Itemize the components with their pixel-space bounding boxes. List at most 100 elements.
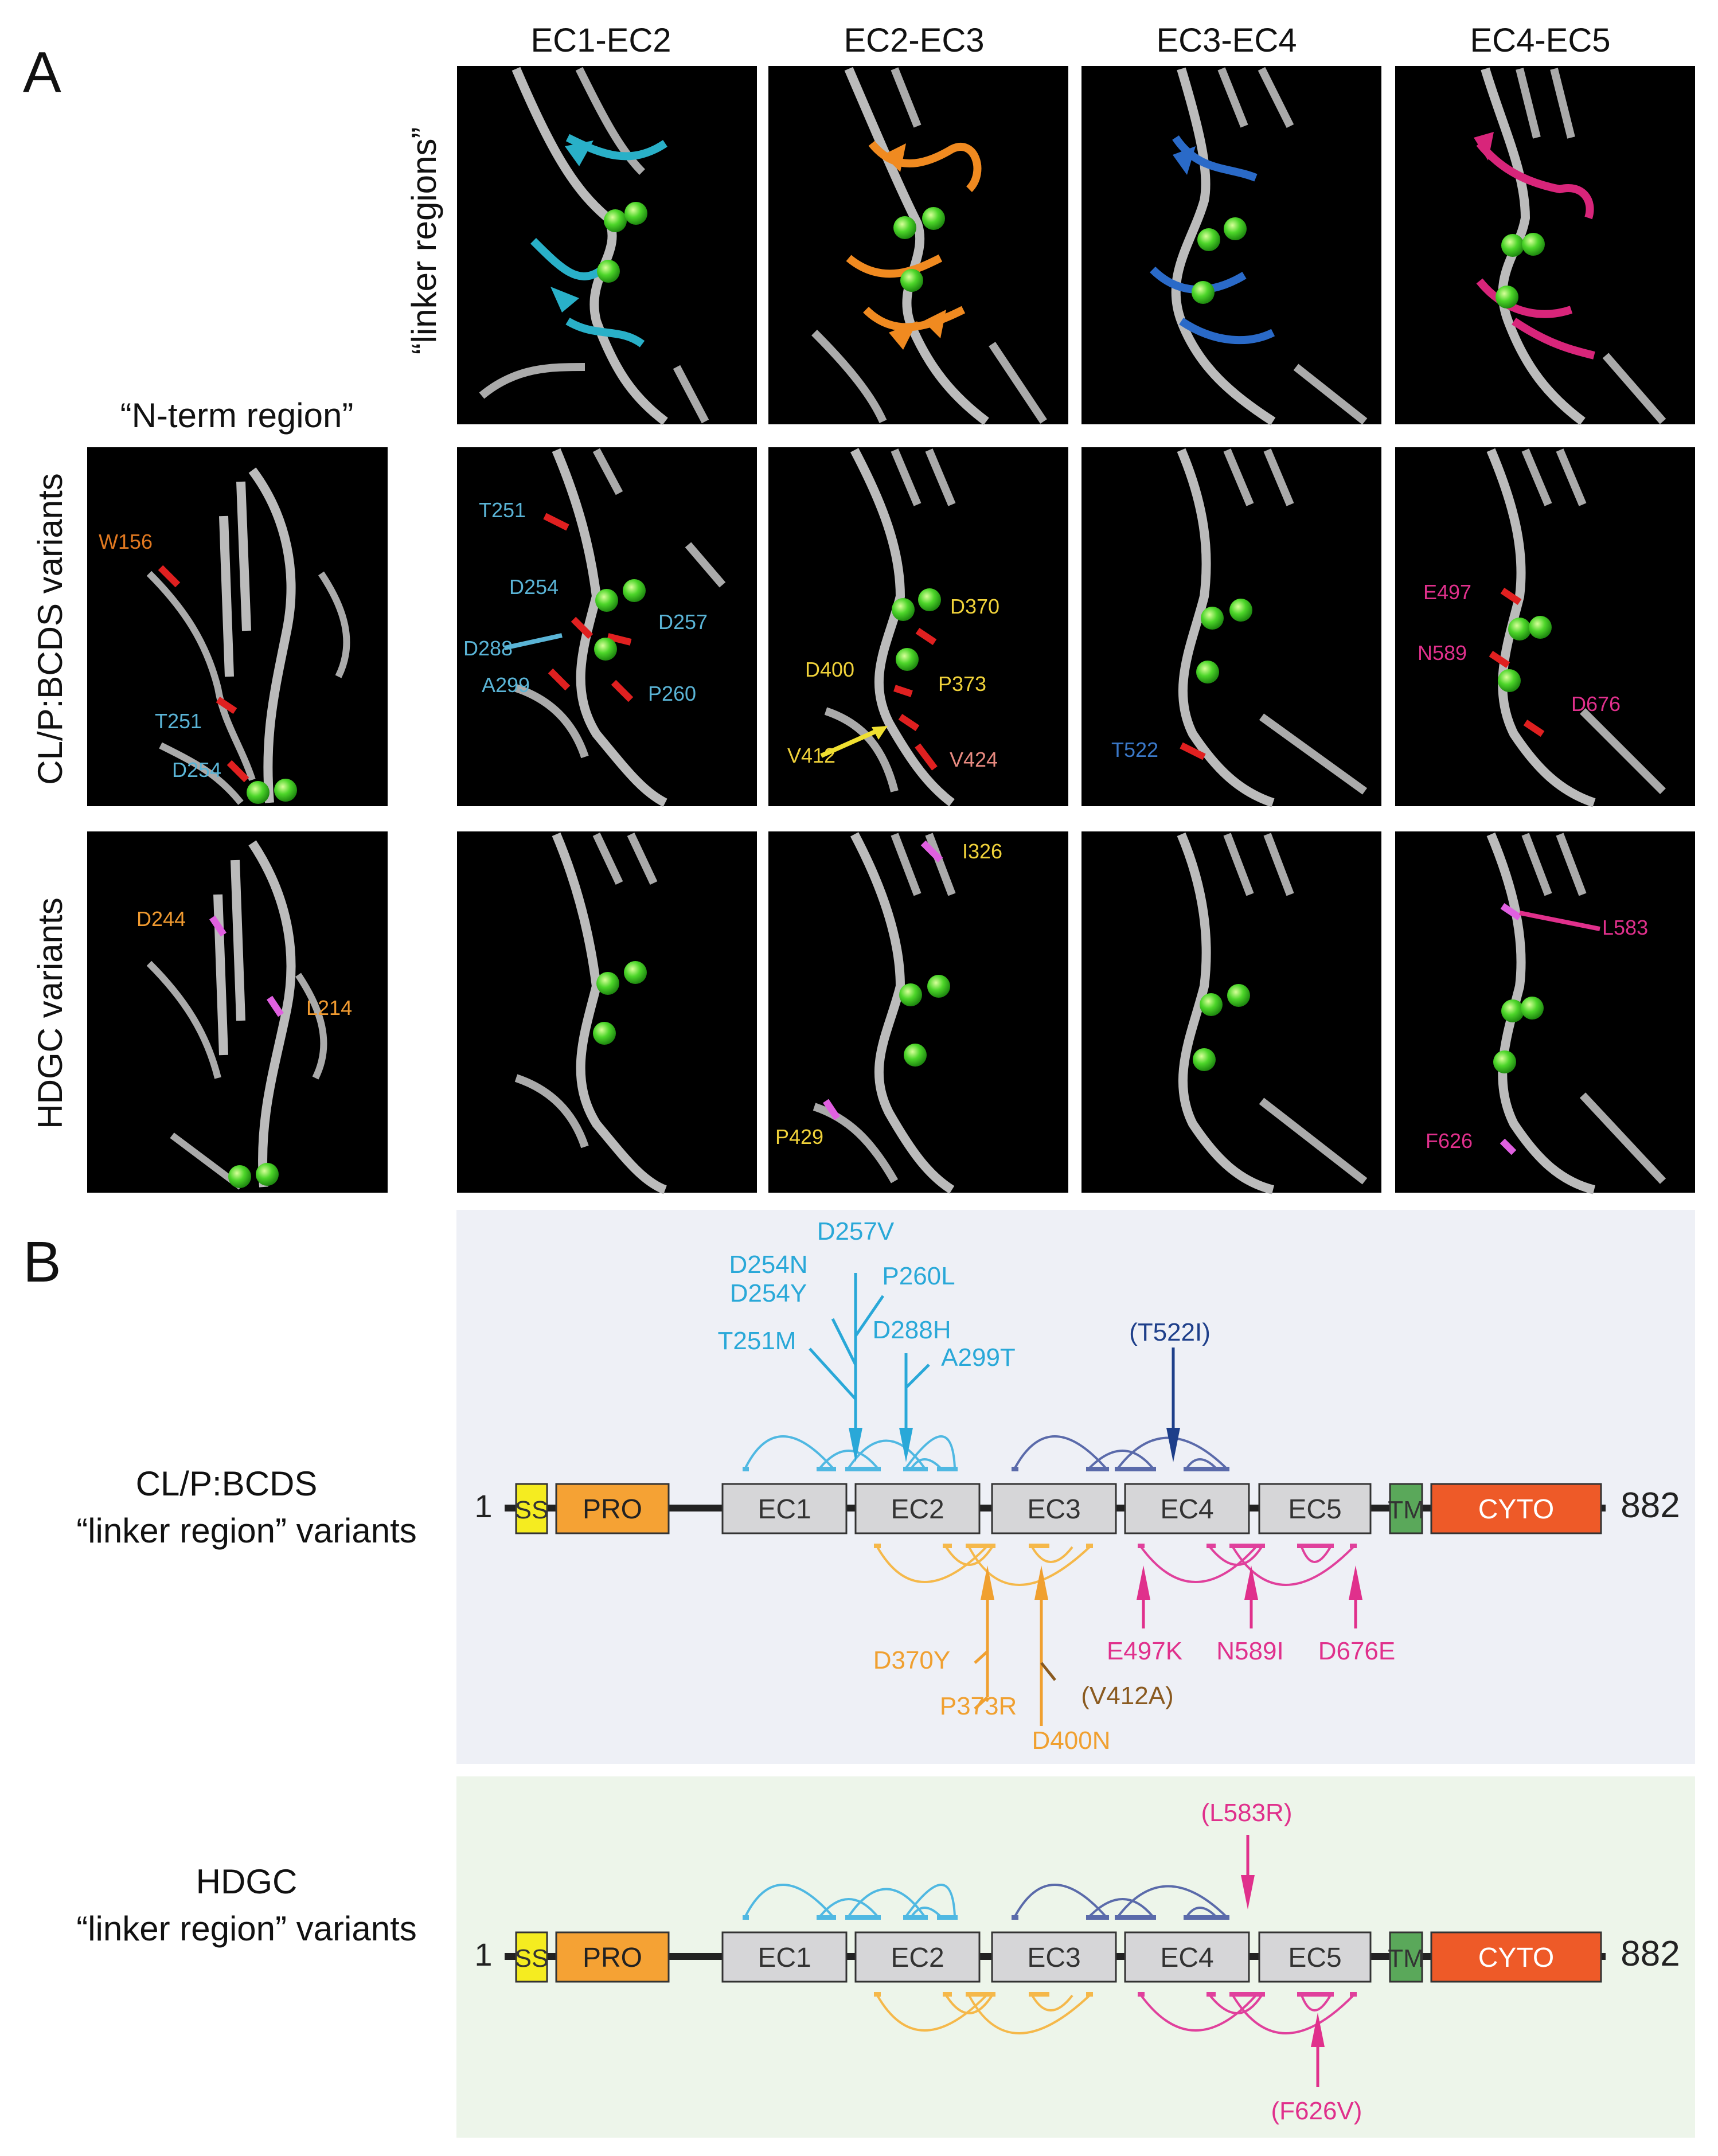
structure-panel-ec1-ec2-clp: [457, 447, 757, 807]
calcium-ion: [922, 207, 945, 230]
domain-ec1: [721, 1931, 848, 1983]
row-label-hdgc-variants: HDGC variants: [31, 897, 69, 1128]
residue-label: P373: [938, 672, 986, 696]
domain-ec2: [854, 1931, 981, 1983]
contact-arcs-hdgc-bottom: [876, 1994, 1354, 2034]
svg-text:CYTO: CYTO: [1478, 1943, 1554, 1973]
residue-label: W156: [99, 530, 153, 553]
structure-panel-ec2-ec3-hdgc: [768, 831, 1068, 1194]
svg-text:SS: SS: [515, 1496, 549, 1524]
variant-label: (L583R): [1201, 1799, 1293, 1827]
panel-b-letter: B: [23, 1230, 61, 1294]
variant-arrows-clp: [809, 1273, 1362, 1726]
residue-label: N589: [1418, 641, 1467, 665]
domain-ec5: [1258, 1483, 1372, 1534]
svg-text:EC5: EC5: [1288, 1494, 1341, 1525]
domain-cyto: [1430, 1483, 1602, 1534]
residue-label: F626: [1426, 1129, 1473, 1153]
residue-label: D244: [136, 907, 186, 931]
svg-text:EC3: EC3: [1027, 1943, 1080, 1973]
variant-label: A299T: [941, 1343, 1016, 1372]
structure-panel-ec3-ec4-clp: [1081, 447, 1381, 807]
svg-text:PRO: PRO: [583, 1494, 642, 1525]
svg-text:SS: SS: [515, 1944, 549, 1973]
row-label-linker-regions: “linker regions”: [405, 127, 443, 355]
calcium-ion: [1224, 217, 1247, 240]
variant-label: T251M: [718, 1327, 796, 1355]
variant-label: D676E: [1318, 1637, 1396, 1665]
clp-title-line1: CL/P:BCDS: [136, 1464, 318, 1503]
calcium-ion: [597, 260, 620, 283]
row-label-n-term-region: “N-term region”: [120, 396, 354, 435]
svg-text:EC4: EC4: [1160, 1494, 1213, 1525]
calcium-ion: [1501, 234, 1524, 257]
sequence-start: 1: [474, 1936, 492, 1973]
residue-label: T251: [155, 709, 202, 733]
variant-label: (V412A): [1081, 1682, 1173, 1710]
residue-label: D400: [805, 658, 854, 681]
structure-panel-nterm-hdgc: [87, 831, 388, 1193]
calcium-ion: [1522, 233, 1545, 256]
structure-panel-ec2-ec3-clp: [768, 447, 1068, 807]
variant-arrows-hdgc: [1241, 1835, 1325, 2087]
calcium-ion: [596, 972, 619, 995]
structure-panel-ec4-ec5-linker: [1395, 66, 1695, 425]
pointer-arrow: [1519, 911, 1600, 931]
panel-a-letter: A: [23, 40, 61, 104]
structure-panel-ec4-ec5-clp: [1395, 447, 1695, 807]
structure-panel-ec1-ec2-hdgc: [457, 831, 757, 1194]
residue-label: D288: [463, 636, 513, 660]
domain-ec2: [854, 1483, 981, 1534]
calcium-ion: [893, 216, 916, 239]
svg-text:EC1: EC1: [758, 1943, 811, 1973]
calcium-ion: [228, 1165, 251, 1188]
structure-panel-nterm-clp: [87, 447, 388, 806]
pointer-arrow: [820, 727, 881, 758]
calcium-ion: [1200, 993, 1223, 1016]
domain-ec1: [721, 1483, 848, 1534]
column-header-ec4-ec5: EC4-EC5: [1470, 22, 1611, 59]
variant-label: D254N: [729, 1251, 808, 1279]
calcium-ion: [896, 648, 919, 671]
calcium-ion: [1192, 281, 1215, 304]
residue-label: D370: [950, 595, 999, 618]
calcium-ion: [1227, 984, 1250, 1007]
calcium-ion: [256, 1163, 279, 1186]
calcium-ion: [927, 975, 950, 998]
calcium-ion: [1196, 661, 1219, 683]
calcium-ion: [918, 588, 941, 611]
variant-label: D370Y: [873, 1646, 951, 1674]
residue-label: D254: [509, 575, 559, 599]
svg-text:EC3: EC3: [1027, 1494, 1080, 1525]
svg-text:EC2: EC2: [891, 1494, 944, 1525]
calcium-ion: [595, 589, 618, 612]
domain-ss: [515, 1931, 548, 1983]
column-header-ec2-ec3: EC2-EC3: [844, 22, 985, 59]
variant-label: P373R: [940, 1692, 1017, 1720]
residue-label: A299: [482, 673, 530, 697]
residue-label: P260: [648, 682, 696, 705]
residue-label: L214: [306, 996, 352, 1020]
sequence-end: 882: [1621, 1486, 1680, 1525]
calcium-ion: [274, 779, 297, 802]
variant-label: E497K: [1107, 1637, 1182, 1665]
svg-text:EC1: EC1: [758, 1494, 811, 1525]
pointer-arrow: [504, 633, 563, 650]
variant-label: N589I: [1216, 1637, 1283, 1665]
domain-pro: [555, 1483, 670, 1534]
domain-ec3: [991, 1483, 1117, 1534]
domain-cyto: [1430, 1931, 1602, 1983]
calcium-ion: [904, 1044, 927, 1067]
domain-ss: [515, 1483, 548, 1534]
residue-label: D676: [1571, 692, 1621, 716]
svg-text:CYTO: CYTO: [1478, 1494, 1554, 1525]
calcium-ion: [1201, 607, 1224, 630]
calcium-ion: [1521, 997, 1544, 1020]
calcium-ion: [1493, 1050, 1516, 1073]
calcium-ion: [624, 202, 647, 225]
variant-label: (T522I): [1129, 1318, 1211, 1346]
structure-panel-ec4-ec5-hdgc: [1395, 831, 1695, 1194]
residue-label: D257: [658, 610, 708, 634]
calcium-ion: [1498, 669, 1521, 692]
